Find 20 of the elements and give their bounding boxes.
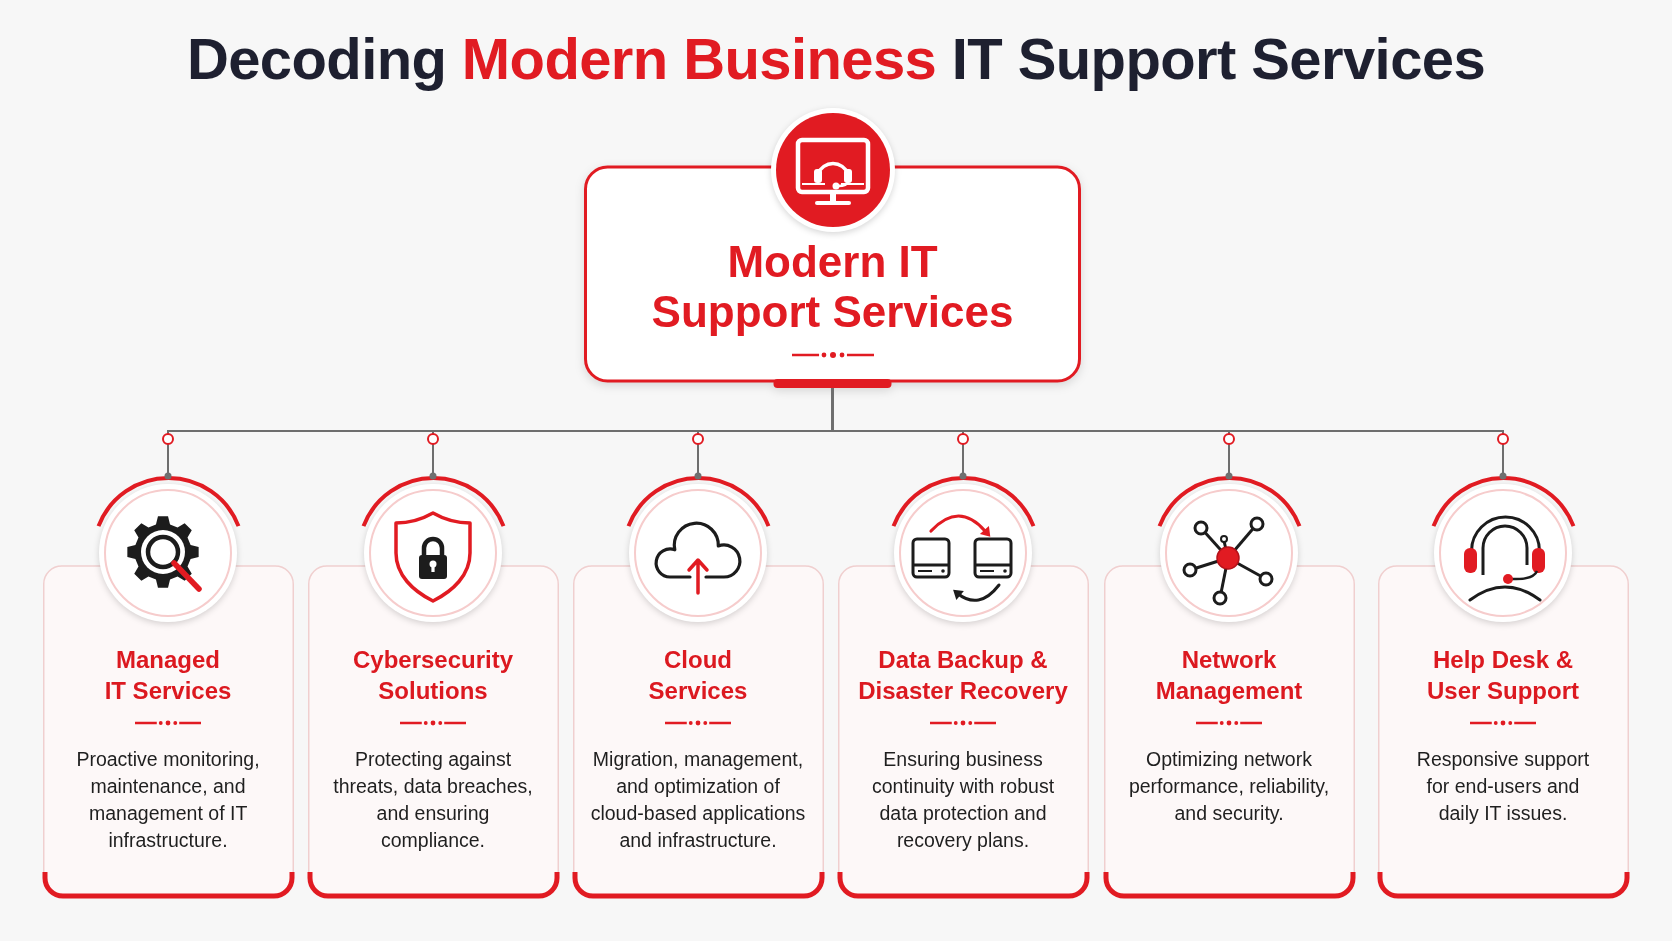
service-card: [837, 476, 1089, 900]
card-description: Protecting against threats, data breaches, and ensuring compliance.: [333, 748, 533, 851]
card-description: Responsive support for end-users and daily IT issues.: [1416, 748, 1590, 824]
card-title: Network Management: [1155, 646, 1303, 704]
card-description: Proactive monitoring, maintenance, and management of IT infrastructure.: [76, 748, 260, 851]
card-title: Cybersecurity Solutions: [352, 646, 514, 704]
service-card: [572, 476, 824, 900]
card-description: Migration, management, and optimization of cloud-based applications and infrastructure.: [590, 748, 806, 851]
card-title: Cloud Services: [648, 646, 748, 704]
hub-box: [584, 106, 1081, 388]
card-title: Managed IT Services: [104, 646, 232, 704]
card-description: Ensuring business continuity with robust data protection and recovery plans.: [871, 748, 1055, 851]
service-card: [1103, 476, 1355, 900]
service-card: [1377, 476, 1629, 900]
hub-title: Modern IT Support Services: [651, 237, 1014, 336]
card-title: Data Backup & Disaster Recovery: [858, 646, 1068, 704]
service-card: [307, 476, 559, 900]
service-card: [42, 476, 294, 900]
card-description: Optimizing network performance, reliability, and security.: [1128, 748, 1330, 824]
card-title: Help Desk & User Support: [1427, 646, 1579, 704]
